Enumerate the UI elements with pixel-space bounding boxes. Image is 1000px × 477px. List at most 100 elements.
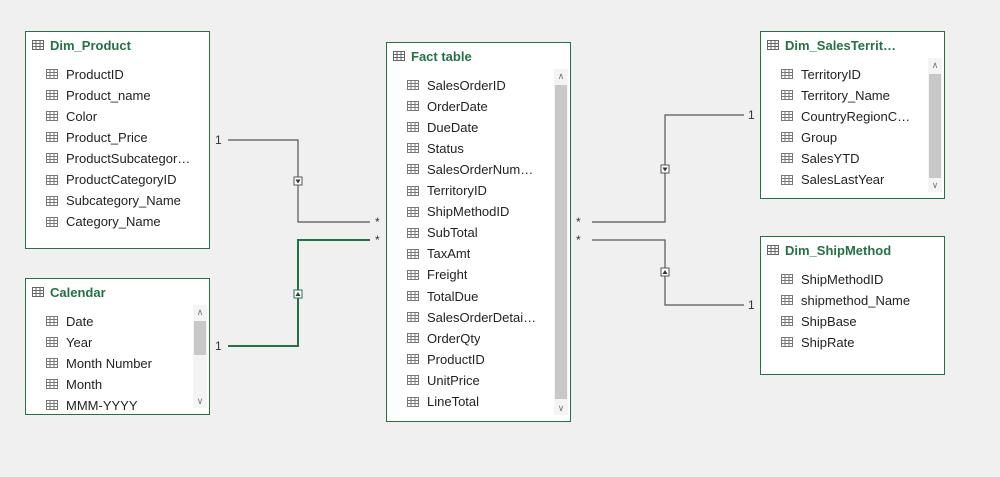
field-row[interactable]: ShipRate — [781, 332, 938, 352]
field-label: ShipRate — [801, 334, 855, 350]
table-title: Fact table — [411, 48, 472, 64]
field-row[interactable]: Product_Price — [46, 127, 203, 147]
field-row[interactable]: Subcategory_Name — [46, 191, 203, 211]
field-row[interactable]: ProductID — [46, 64, 203, 84]
field-label: LineTotal — [427, 394, 480, 409]
table-header[interactable]: Dim_SalesTerrit… — [767, 36, 938, 54]
field-row[interactable]: TerritoryID — [781, 64, 926, 84]
field-row[interactable]: Color — [46, 106, 203, 126]
field-row[interactable]: UnitPrice — [407, 370, 552, 390]
field-row[interactable]: Month — [46, 374, 191, 394]
field-row[interactable]: ShipMethodID — [407, 202, 552, 222]
scroll-thumb[interactable] — [194, 321, 206, 355]
field-grid-icon — [407, 248, 419, 259]
field-label: ShipMethodID — [427, 204, 510, 220]
scroll-thumb[interactable] — [555, 85, 567, 399]
table-header[interactable]: Dim_ShipMethod — [767, 241, 938, 259]
field-row[interactable]: SalesOrderNum… — [407, 159, 552, 179]
field-row[interactable]: SubTotal — [407, 223, 552, 243]
field-row[interactable]: Group — [781, 127, 926, 147]
field-row[interactable]: MMM-YYYY — [46, 395, 191, 414]
field-row[interactable]: Year — [46, 332, 191, 352]
field-grid-icon — [781, 153, 793, 164]
field-grid-icon — [46, 316, 58, 326]
field-row[interactable]: Category_Name — [46, 212, 203, 232]
field-row[interactable]: Status — [407, 138, 552, 158]
field-row[interactable]: Territory_Name — [781, 85, 926, 105]
field-row[interactable]: TaxAmt — [407, 244, 552, 264]
table-title: Calendar — [50, 284, 106, 300]
field-label: Color — [66, 108, 98, 124]
field-row[interactable]: SalesOrderDetai… — [407, 307, 552, 327]
table-title: Dim_SalesTerrit… — [785, 37, 897, 53]
field-row[interactable]: ShipMethodID — [781, 269, 938, 289]
table-title: Dim_ShipMethod — [785, 242, 892, 258]
field-row[interactable]: SalesOrderID — [407, 75, 552, 95]
field-label: Year — [66, 334, 93, 350]
field-row[interactable]: Freight — [407, 265, 552, 285]
field-row[interactable]: TotalDue — [407, 286, 552, 306]
scroll-up-icon[interactable]: ∧ — [931, 60, 939, 70]
cardinality-many-label: * — [375, 233, 380, 247]
field-label: Group — [801, 129, 838, 145]
cardinality-one-label: 1 — [748, 298, 755, 312]
table-grid-icon — [393, 51, 405, 61]
field-label: Product_Price — [66, 129, 148, 145]
field-row[interactable]: LineTotal — [407, 392, 552, 412]
scroll-thumb[interactable] — [929, 74, 941, 178]
field-grid-icon — [407, 333, 419, 344]
field-row[interactable]: ProductSubcategor… — [46, 148, 203, 168]
scroll-up-icon[interactable]: ∧ — [196, 307, 204, 317]
field-row[interactable]: SalesLastYear — [781, 170, 926, 190]
field-row[interactable]: ShipBase — [781, 311, 938, 331]
scroll-down-icon[interactable]: ∨ — [931, 180, 939, 190]
field-row[interactable]: OrderQty — [407, 328, 552, 348]
field-row[interactable]: ProductCategoryID — [46, 170, 203, 190]
field-label: Month Number — [66, 355, 152, 371]
field-grid-icon — [407, 164, 419, 175]
field-grid-icon — [46, 90, 58, 101]
field-row[interactable]: Month Number — [46, 353, 191, 373]
field-grid-icon — [781, 132, 793, 143]
scroll-down-icon[interactable]: ∨ — [557, 403, 565, 413]
vertical-scrollbar[interactable]: ∧ ∨ — [554, 69, 568, 415]
field-label: Product_name — [66, 87, 151, 103]
field-grid-icon — [46, 195, 58, 206]
field-row[interactable]: SalesYTD — [781, 148, 926, 168]
field-row[interactable]: Date — [46, 311, 191, 331]
field-row[interactable]: DueDate — [407, 117, 552, 137]
filter-direction-icon — [293, 289, 303, 299]
field-grid-icon — [46, 111, 58, 122]
scroll-down-icon[interactable]: ∨ — [196, 396, 204, 406]
field-row[interactable]: Product_name — [46, 85, 203, 105]
field-label: SalesYTD — [801, 150, 860, 166]
field-label: Subcategory_Name — [66, 193, 181, 209]
cardinality-one-label: 1 — [215, 133, 222, 147]
field-row[interactable]: ProductID — [407, 349, 552, 369]
filter-direction-icon — [293, 176, 303, 186]
field-row[interactable]: shipmethod_Name — [781, 290, 938, 310]
scroll-up-icon[interactable]: ∧ — [557, 71, 565, 81]
field-label: TerritoryID — [427, 183, 487, 198]
field-row[interactable]: CountryRegionC… — [781, 106, 926, 126]
vertical-scrollbar[interactable]: ∧ ∨ — [928, 58, 942, 192]
field-label: ProductID — [66, 66, 124, 82]
cardinality-one-label: 1 — [748, 108, 755, 122]
table-header[interactable]: Fact table — [393, 47, 564, 65]
field-grid-icon — [407, 185, 419, 196]
field-row[interactable]: OrderDate — [407, 96, 552, 116]
field-row[interactable]: TerritoryID — [407, 181, 552, 201]
table-header[interactable]: Calendar — [32, 283, 203, 301]
vertical-scrollbar[interactable]: ∧ ∨ — [193, 305, 207, 408]
table-header[interactable]: Dim_Product — [32, 36, 203, 54]
field-grid-icon — [46, 216, 58, 227]
